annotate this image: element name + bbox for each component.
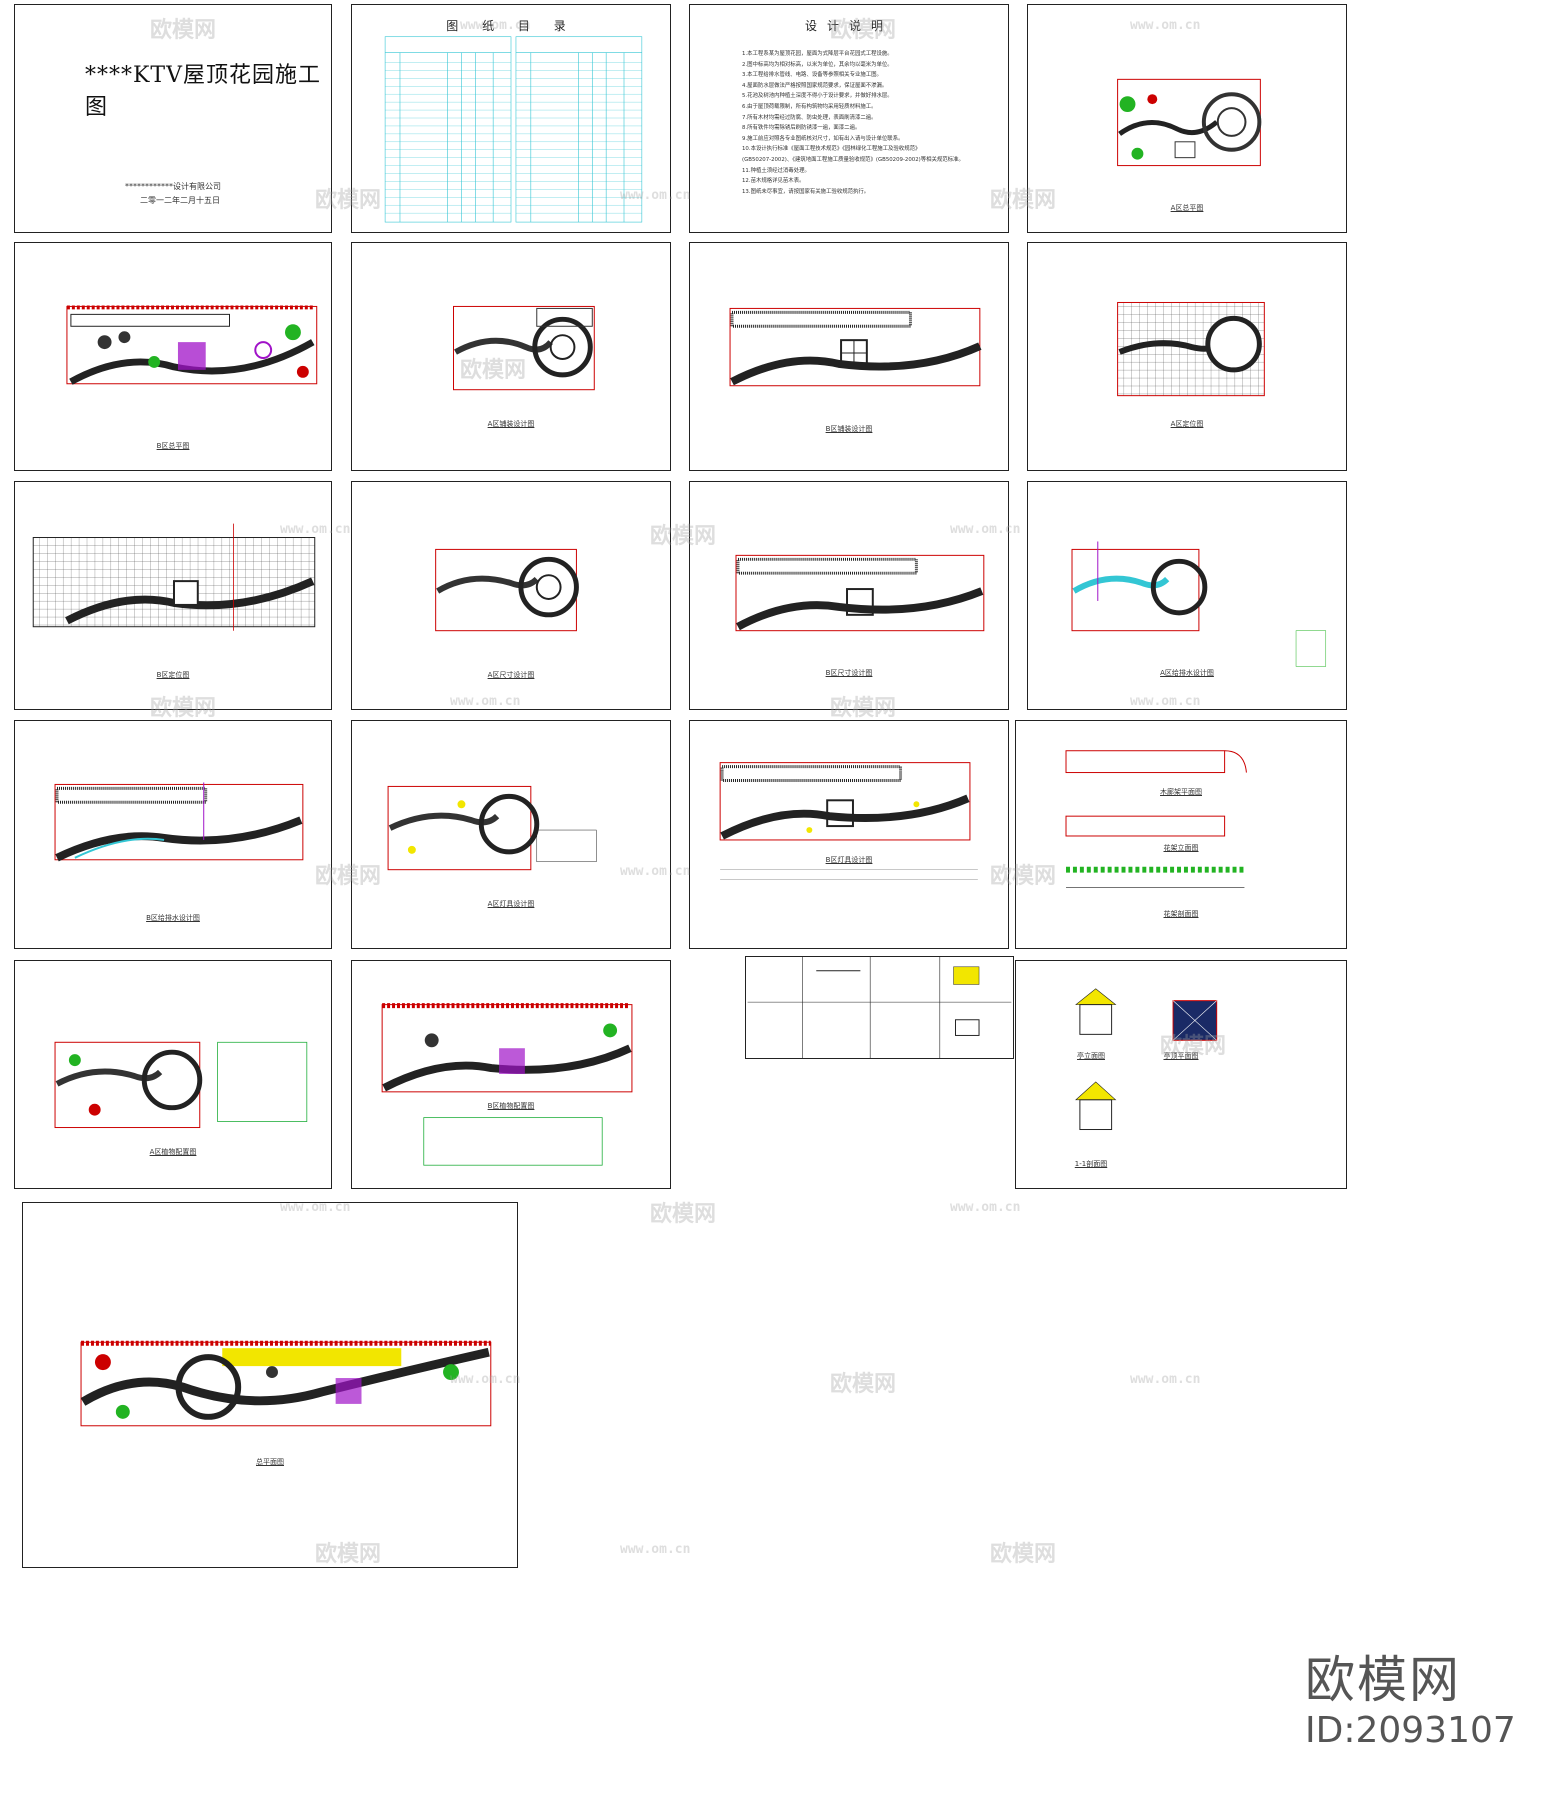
watermark-url: www.om.cn: [620, 1542, 691, 1557]
sheet-design-notes[interactable]: 设计说明 1.本工程系某为屋顶花园，屋面为式降层平台花园式工程设施。 2.图中标…: [689, 4, 1009, 233]
pergola-drawing: [1065, 750, 1247, 888]
sheet-b-plant[interactable]: B区植物配置图: [351, 960, 671, 1189]
a-paving-drawing: [453, 305, 595, 391]
a-dim-caption: A区尺寸设计图: [487, 671, 535, 679]
watermark-url: www.om.cn: [1130, 1372, 1201, 1387]
pavilion2-caption: 亭顶平面图: [1163, 1052, 1199, 1060]
sheet-b-light[interactable]: B区灯具设计图: [689, 720, 1009, 949]
b-plan-drawing: [66, 305, 318, 385]
pergola1-caption: 木廊架平面图: [1160, 788, 1202, 796]
brand-logo: 欧模网: [1305, 1651, 1461, 1709]
watermark-logo: 欧模网: [990, 1542, 1057, 1567]
a-grid-drawing: [1117, 301, 1265, 397]
a-plant-caption: A区植物配置图: [149, 1148, 197, 1156]
pavilion3-caption: 1-1剖面图: [1074, 1160, 1108, 1168]
note-line: 1.本工程系某为屋顶花园，屋面为式降层平台花园式工程设施。: [742, 51, 893, 57]
sheet-b-dim[interactable]: B区尺寸设计图: [689, 481, 1009, 710]
b-plant-drawing: [381, 1003, 633, 1166]
catalog-table: [384, 36, 643, 223]
cover-title: ****KTV屋顶花园施工图: [85, 63, 321, 120]
b-water-drawing: [54, 782, 304, 862]
sheet-cover[interactable]: ****KTV屋顶花园施工图 ************设计有限公司 二零一二年二…: [14, 4, 332, 233]
note-line: 7.所有木材均需经过防腐、防虫处理，表面刷清漆二遍。: [742, 114, 877, 121]
note-line: 8.所有铁件均需除锈后刷防锈漆一遍，面漆二遍。: [742, 125, 861, 132]
notes-heading: 设计说明: [804, 19, 893, 33]
brand-id: ID:2093107: [1305, 1710, 1516, 1751]
sheet-pavilion[interactable]: 亭立面图 亭顶平面图 1-1剖面图: [1015, 960, 1347, 1189]
a-light-drawing: [387, 785, 597, 871]
master-plan-drawing: [80, 1340, 492, 1427]
sheet-a-light[interactable]: A区灯具设计图: [351, 720, 671, 949]
note-line: 3.本工程给排水管线、电路、设备等参照相关专业施工图。: [742, 72, 882, 79]
a-dim-drawing: [435, 548, 579, 632]
note-line: 2.图中标高均为相对标高，以米为单位，其余均以毫米为单位。: [742, 61, 893, 68]
pavilion-drawing: [1075, 988, 1218, 1131]
note-line: 10.本设计执行标准《屋面工程技术规范》《园林绿化工程施工及验收规范》: [742, 146, 921, 153]
a-water-caption: A区给排水设计图: [1160, 669, 1214, 677]
a-grid-caption: A区定位图: [1170, 420, 1204, 428]
b-plant-caption: B区植物配置图: [487, 1102, 535, 1110]
note-line: 5.花池及树池内种植土深度不得小于设计要求，并做好排水层。: [742, 93, 893, 100]
sheet-pergola[interactable]: 木廊架平面图 花架立面图 花架剖面图: [1015, 720, 1347, 949]
b-light-caption: B区灯具设计图: [825, 856, 873, 864]
sheet-b-grid[interactable]: B区定位图: [14, 481, 332, 710]
watermark-logo: 欧模网: [650, 1202, 717, 1227]
cover-date: 二零一二年二月十五日: [140, 196, 220, 205]
sheet-a-plant[interactable]: A区植物配置图: [14, 960, 332, 1189]
sheet-a-plan[interactable]: A区总平图: [1027, 4, 1347, 233]
b-grid-caption: B区定位图: [156, 671, 190, 679]
a-plan-caption: A区总平图: [1170, 204, 1204, 212]
note-line: 12.苗木规格详见苗木表。: [742, 178, 805, 185]
sheet-b-plan[interactable]: B区总平图: [14, 242, 332, 471]
cover-company: ************设计有限公司: [125, 182, 221, 191]
sheet-b-paving[interactable]: B区铺装设计图: [689, 242, 1009, 471]
notes-body: 1.本工程系某为屋顶花园，屋面为式降层平台花园式工程设施。 2.图中标高均为相对…: [742, 49, 988, 197]
sheet-master-plan[interactable]: 总平面图: [22, 1202, 518, 1568]
pergola2-caption: 花架立面图: [1163, 844, 1199, 852]
note-line: 11.种植土须经过消毒处理。: [742, 167, 810, 174]
note-line: 6.由于屋顶荷载限制，所有构筑物均采用轻质材料施工。: [742, 103, 877, 110]
sheet-catalog[interactable]: 图 纸 目 录: [351, 4, 671, 233]
a-water-drawing: [1071, 541, 1327, 667]
note-line: 4.屋面防水层做法严格按照国家规范要求，保证屋面不渗漏。: [742, 82, 888, 89]
b-paving-caption: B区铺装设计图: [825, 425, 873, 433]
sheet-details[interactable]: [745, 956, 1014, 1059]
pergola3-caption: 花架剖面图: [1163, 910, 1199, 918]
sheet-a-water[interactable]: A区给排水设计图: [1027, 481, 1347, 710]
b-dim-drawing: [735, 554, 985, 632]
b-water-caption: B区给排水设计图: [146, 914, 200, 922]
b-dim-caption: B区尺寸设计图: [825, 669, 873, 677]
sheet-a-grid[interactable]: A区定位图: [1027, 242, 1347, 471]
watermark-url: www.om.cn: [950, 1200, 1021, 1215]
details-drawing: [747, 957, 1012, 1058]
sheet-a-dim[interactable]: A区尺寸设计图: [351, 481, 671, 710]
a-paving-caption: A区铺装设计图: [487, 420, 535, 428]
b-paving-drawing: [729, 307, 982, 387]
sheet-a-paving[interactable]: A区铺装设计图: [351, 242, 671, 471]
a-plan-drawing: [1117, 78, 1262, 167]
b-light-drawing: [719, 762, 978, 880]
watermark-logo: 欧模网: [830, 1372, 897, 1397]
b-grid-drawing: [32, 523, 316, 631]
note-line: 9.施工前应对照各专业图纸核对尺寸，如有出入请与设计单位联系。: [742, 135, 904, 142]
a-plant-drawing: [54, 1041, 308, 1129]
master-caption: 总平面图: [256, 1458, 284, 1466]
pavilion1-caption: 亭立面图: [1077, 1052, 1105, 1060]
note-line: (GB50207-2002)、《建筑地面工程施工质量验收规范》(GB50209-…: [742, 156, 964, 163]
note-line: 13.图纸未尽事宜，请按国家有关施工验收规范执行。: [742, 188, 870, 195]
sheet-b-water[interactable]: B区给排水设计图: [14, 720, 332, 949]
catalog-heading: 图 纸 目 录: [446, 19, 576, 33]
a-light-caption: A区灯具设计图: [487, 900, 535, 908]
b-plan-caption: B区总平图: [156, 442, 190, 450]
